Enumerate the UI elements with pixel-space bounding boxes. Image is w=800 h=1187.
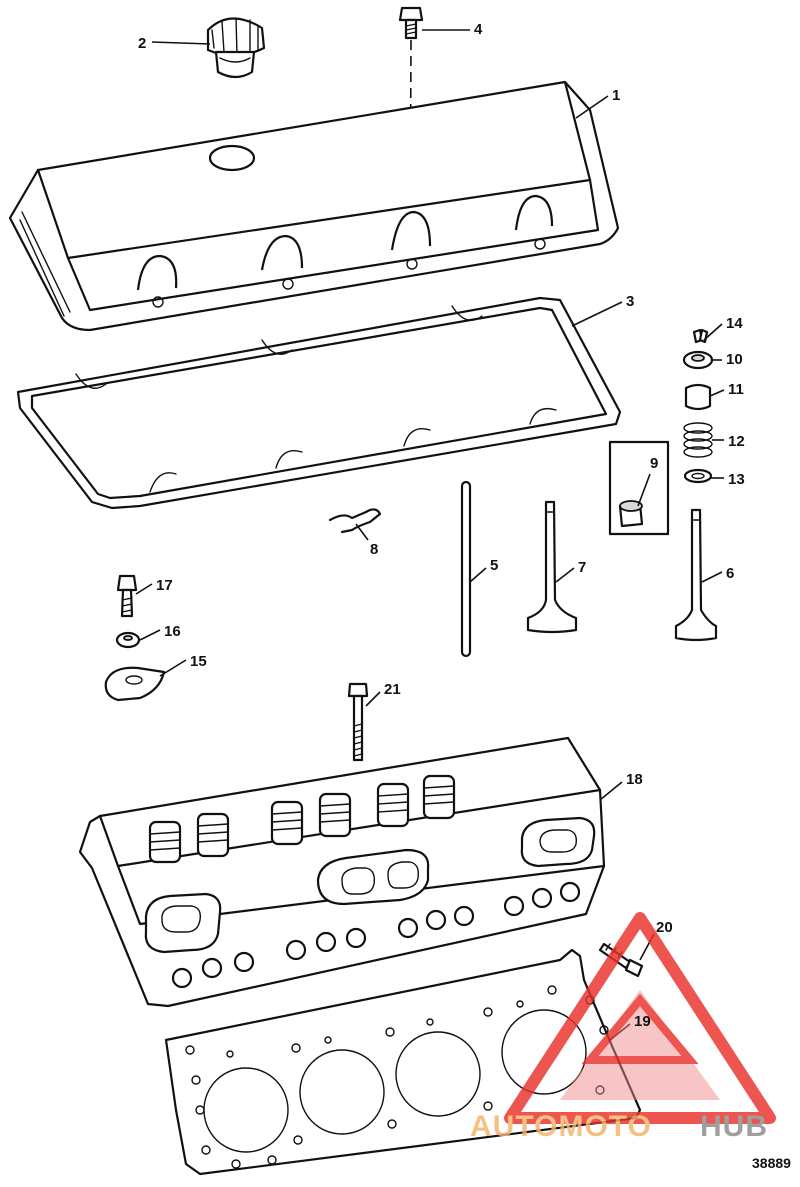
callout-5: 5	[490, 557, 498, 574]
callout-labels: 1 2 3 4 5 6 7 8 9 10 11 12 13 14 15 16 1…	[138, 21, 745, 1030]
valve-6	[674, 508, 718, 642]
callout-10: 10	[726, 351, 743, 368]
reference-number: 38889	[752, 1155, 791, 1171]
callout-6: 6	[726, 565, 734, 582]
callout-15: 15	[190, 653, 207, 670]
callout-16: 16	[164, 623, 181, 640]
wire-clip	[328, 508, 382, 534]
push-rod	[460, 480, 472, 658]
callout-14: 14	[726, 315, 743, 332]
rocker-arm-stud	[116, 574, 138, 618]
cylinder-head-bolt	[347, 682, 369, 762]
head-valve-springs	[148, 774, 456, 864]
rocker-cover-gasket	[16, 296, 622, 510]
valve-7	[526, 500, 578, 634]
callout-7: 7	[578, 559, 586, 576]
callout-4: 4	[474, 21, 483, 38]
leader-lines	[135, 29, 725, 1041]
callout-21: 21	[384, 681, 401, 698]
callout-20: 20	[656, 919, 673, 936]
valve-seal-box	[608, 440, 670, 536]
callout-12: 12	[728, 433, 745, 450]
logo-text-secondary: HUB	[700, 1110, 768, 1143]
callout-3: 3	[626, 293, 634, 310]
head-bolt-bosses	[171, 881, 581, 989]
automotohub-logo: AUTOMOTO HUB	[470, 912, 776, 1143]
callout-1: 1	[612, 87, 620, 104]
callout-18: 18	[626, 771, 643, 788]
logo-text-primary: AUTOMOTO	[470, 1110, 652, 1143]
callout-11: 11	[728, 381, 744, 398]
callout-19: 19	[634, 1013, 651, 1030]
rocker-arm	[104, 666, 166, 702]
rocker-arm-cover	[8, 80, 620, 332]
oil-filler-cap	[206, 17, 266, 79]
cylinder-head	[78, 736, 606, 1008]
callout-8: 8	[370, 541, 378, 558]
callout-13: 13	[728, 471, 745, 488]
valve-spring	[683, 422, 713, 458]
callout-2: 2	[138, 35, 146, 52]
spring-shim	[683, 468, 713, 484]
valve-keepers	[692, 328, 709, 344]
valve-rotator	[682, 350, 714, 370]
valve-shield	[684, 383, 712, 411]
callout-17: 17	[156, 577, 173, 594]
rocker-arm-ball	[115, 631, 141, 649]
callout-9: 9	[650, 455, 658, 472]
